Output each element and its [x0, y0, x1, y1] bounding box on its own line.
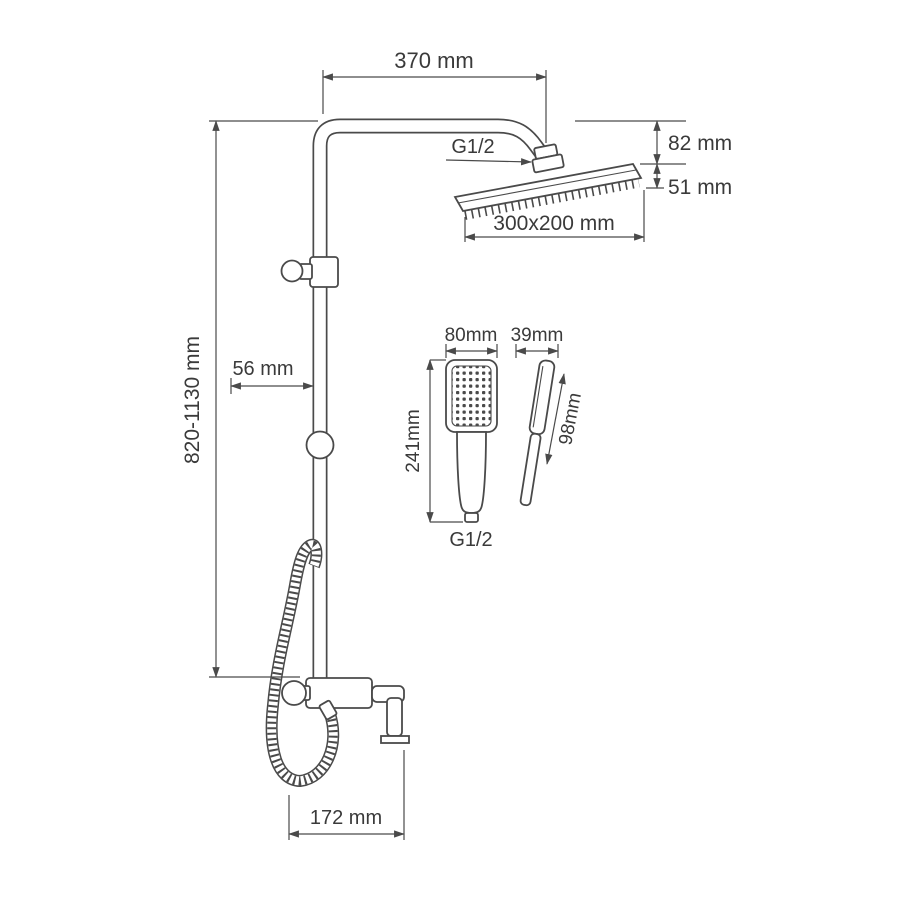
g12-leader-line — [445, 158, 532, 166]
mixer-unit — [281, 677, 410, 744]
hand-shower-front-view — [445, 359, 498, 523]
dim-label-head-size: 300x200 mm — [493, 212, 614, 235]
mixer-knob — [281, 680, 307, 706]
dim-height-range: 820-1130 mm — [181, 120, 318, 678]
dim-label-172: 172 mm — [310, 807, 382, 829]
dim-56: 56 mm — [230, 358, 314, 394]
head-connector-nut — [531, 143, 565, 174]
mixer-spout-outlet — [380, 735, 410, 744]
spray-face — [451, 365, 492, 427]
hose-nut — [318, 699, 338, 721]
handle-stub — [464, 512, 479, 523]
overhead-shower-head — [453, 143, 643, 220]
dim-label-39: 39mm — [511, 325, 564, 346]
diverter-knob — [305, 430, 335, 460]
dim-label-241: 241mm — [403, 409, 424, 472]
dim-172: 172 mm — [288, 750, 405, 840]
dim-label-82: 82 mm — [668, 132, 732, 155]
g12-hand-label: G1/2 — [449, 529, 492, 551]
shower-hose — [265, 538, 340, 788]
dim-label-51: 51 mm — [668, 176, 732, 199]
dim-label-56: 56 mm — [232, 358, 293, 380]
dim-80: 80mm — [445, 325, 498, 358]
dim-label-98: 98mm — [555, 391, 586, 447]
riser-pipe-and-arm — [312, 118, 554, 690]
dim-label-370: 370 mm — [394, 48, 473, 73]
hand-shower-side-view — [519, 359, 556, 507]
hand-shower-handle — [456, 431, 487, 514]
dim-241: 241mm — [403, 359, 463, 523]
dim-label-height-range: 820-1130 mm — [181, 336, 204, 464]
dim-300x200: 300x200 mm — [464, 190, 645, 242]
dim-label-80: 80mm — [445, 325, 498, 346]
g12-top-label: G1/2 — [451, 136, 494, 158]
dim-82-51: 82 mm 51 mm — [575, 120, 732, 199]
dim-39: 39mm — [511, 325, 564, 358]
mixer-spout-drop — [386, 697, 403, 737]
label-g12-top: G1/2 — [445, 136, 532, 166]
dim-98: 98mm — [545, 373, 586, 465]
dim-370: 370 mm — [322, 48, 547, 143]
wall-bracket — [280, 256, 339, 288]
